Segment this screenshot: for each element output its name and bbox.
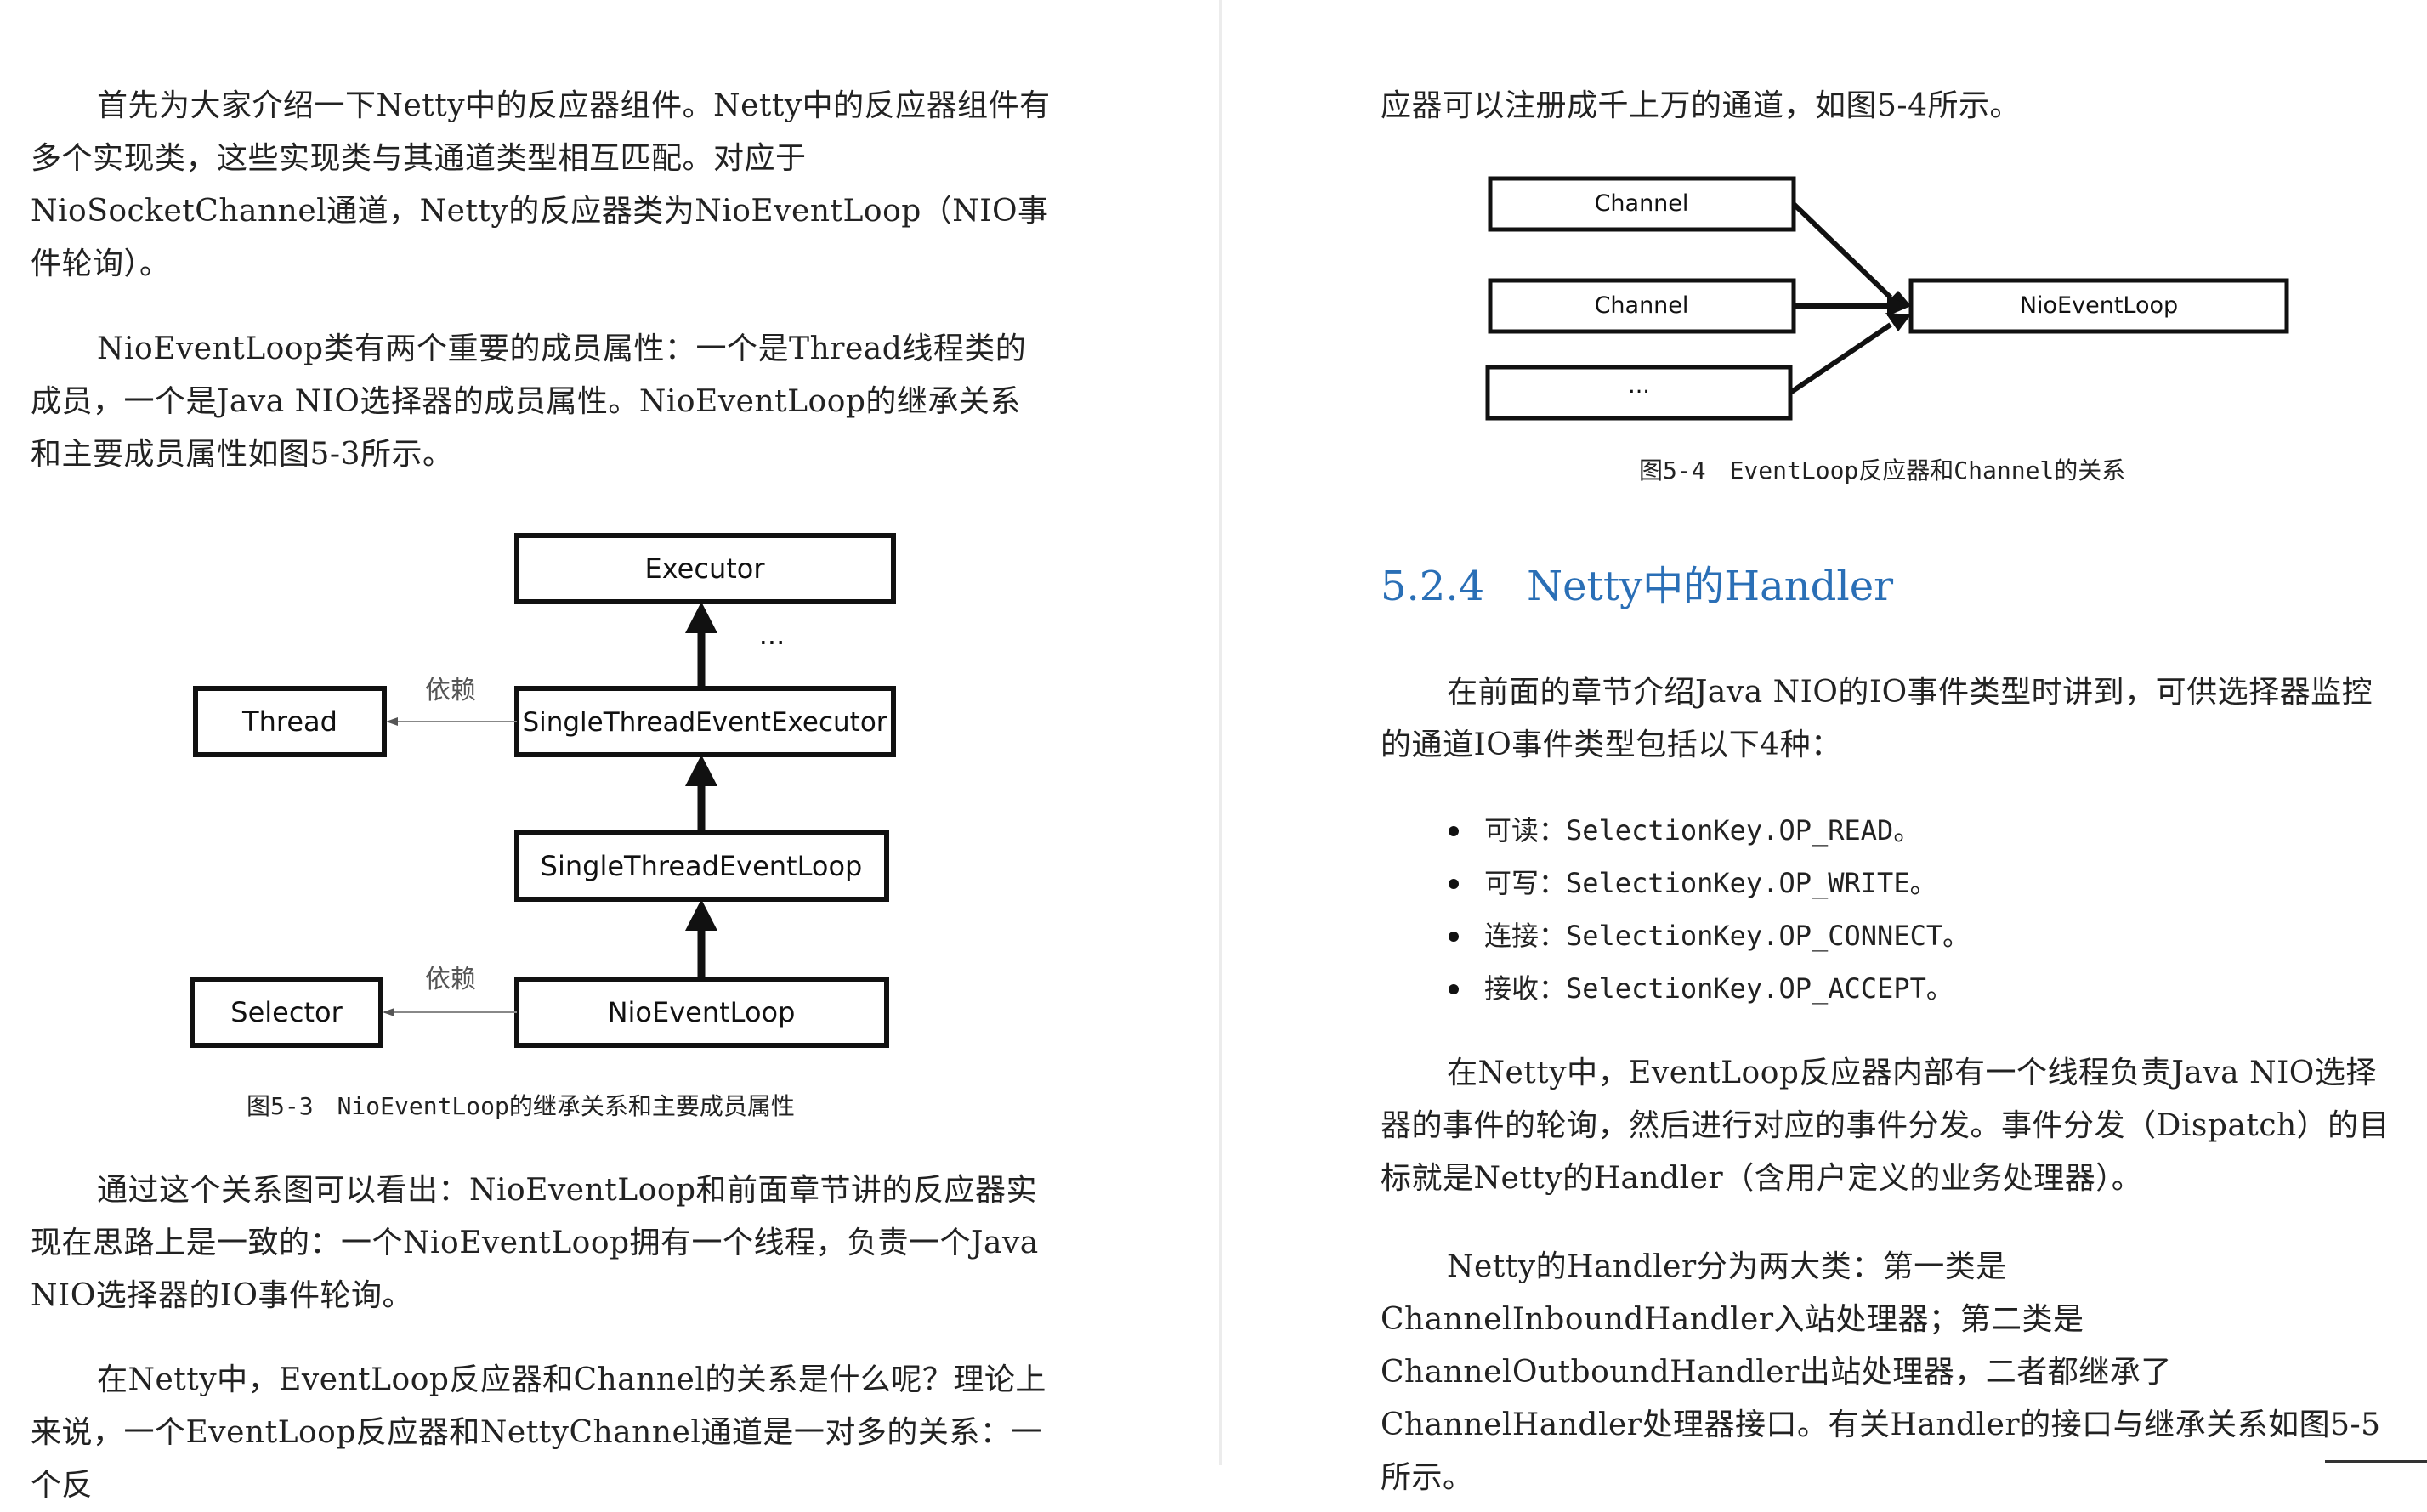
bullet-icon [1449,984,1459,994]
node-channel-1 [1488,176,1796,232]
node-nio-event-loop-label: NioEventLoop [608,996,796,1028]
node-single-thread-event-executor [514,686,896,757]
node-single-thread-event-loop [514,830,889,902]
list-item: 连接：SelectionKey.OP_CONNECT。 [1449,909,1970,962]
right-page: 应器可以注册成千上万的通道，如图5-4所示。 Channel Channel .… [1222,0,2427,1495]
figure-5-3-diagram: Executor ... SingleThreadEventExecutor T… [190,533,896,1048]
node-channel-1-label: Channel [1595,190,1689,217]
list-item-text: 可写：SelectionKey.OP_WRITE。 [1484,867,1937,899]
figure-5-3-caption: 图5-3 NioEventLoop的继承关系和主要成员属性 [247,1092,795,1120]
figure-5-4-caption: 图5-4 EventLoop反应器和Channel的关系 [1639,456,2126,484]
node-channel-more-label: ... [1628,372,1650,399]
arrowhead-channel-more [1885,313,1911,331]
io-event-list: 可读：SelectionKey.OP_READ。 可写：SelectionKey… [1449,804,1970,1015]
node-thread-label: Thread [241,705,337,738]
dependency-label-selector: 依赖 [425,965,476,994]
list-item-text: 连接：SelectionKey.OP_CONNECT。 [1484,920,1971,952]
paragraph-eventloop-dispatch: 在Netty中，EventLoop反应器内部有一个线程负责Java NIO选择器… [1381,1056,2390,1196]
paragraph-continuation: 应器可以注册成千上万的通道，如图5-4所示。 [1381,88,2021,123]
arrow-channel-more [1789,322,1892,395]
node-selector-label: Selector [230,996,343,1028]
figure-5-4-diagram: Channel Channel ... NioEventLoop [1485,176,2289,421]
section-number: 5.2.4 [1381,563,1485,610]
list-item: 可读：SelectionKey.OP_READ。 [1449,804,1970,857]
node-channel-2-label: Channel [1595,292,1689,319]
dependency-label-thread: 依赖 [425,676,476,705]
section-title: Netty中的Handler [1527,563,1894,610]
bottom-rule [2325,1460,2427,1463]
node-ellipsis-label: ... [759,619,785,651]
paragraph-io-events: 在前面的章节介绍Java NIO的IO事件类型时讲到，可供选择器监控的通道IO事… [1381,675,2373,762]
arrowhead-channel-2 [1887,296,1911,316]
paragraph-handler-types: Netty的Handler分为两大类：第一类是ChannelInboundHan… [1381,1249,2381,1495]
list-item: 可写：SelectionKey.OP_WRITE。 [1449,857,1970,909]
node-nio-event-loop-target-label: NioEventLoop [2020,292,2178,319]
arrow-channel-1 [1791,201,1893,300]
list-item-text: 接收：SelectionKey.OP_ACCEPT。 [1484,972,1954,1005]
page-gutter [1219,0,1222,1465]
paragraph-intro: 首先为大家介绍一下Netty中的反应器组件。Netty中的反应器组件有多个实现类… [31,88,1051,281]
bullet-icon [1449,932,1459,942]
left-page: 首先为大家介绍一下Netty中的反应器组件。Netty中的反应器组件有多个实现类… [0,0,1217,1503]
node-executor-label: Executor [644,552,765,585]
node-executor [514,533,896,604]
node-selector [190,977,383,1048]
list-item-text: 可读：SelectionKey.OP_READ。 [1484,814,1921,847]
node-thread [193,686,387,757]
node-nio-event-loop-target [1908,278,2289,334]
paragraph-relationship: 通过这个关系图可以看出：NioEventLoop和前面章节讲的反应器实现在思路上… [31,1173,1039,1313]
node-single-thread-event-executor-label: SingleThreadEventExecutor [522,707,887,738]
bullet-icon [1449,879,1459,889]
section-heading: 5.2.4 Netty中的Handler [1381,552,1893,612]
bullet-icon [1449,826,1459,836]
list-item: 接收：SelectionKey.OP_ACCEPT。 [1449,962,1970,1015]
paragraph-eventloop-channel: 在Netty中，EventLoop反应器和Channel的关系是什么呢？理论上来… [31,1362,1046,1503]
node-single-thread-event-loop-label: SingleThreadEventLoop [541,850,863,882]
paragraph-members: NioEventLoop类有两个重要的成员属性：一个是Thread线程类的成员，… [31,331,1027,472]
